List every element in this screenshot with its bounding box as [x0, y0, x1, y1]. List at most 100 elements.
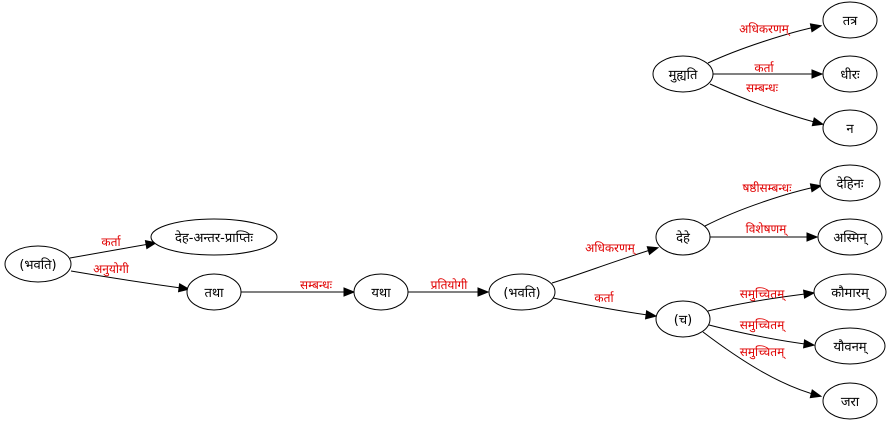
- node-label-na: न: [846, 122, 854, 137]
- edges-layer: [69, 23, 825, 399]
- node-tatha: तथा: [186, 273, 242, 311]
- node-ellipse: [822, 1, 878, 39]
- node-ellipse: [488, 273, 556, 311]
- edge-bhavati2-dehe: [551, 246, 660, 284]
- edge-dehe-asmin: [710, 232, 819, 242]
- node-muhyati: मुह्यति: [652, 55, 714, 93]
- edge-label-e5: अधिकरणम्: [585, 241, 637, 256]
- node-label-jara: जरा: [841, 395, 860, 410]
- node-label-dehe: देहे: [676, 230, 691, 246]
- arrowhead-icon: [177, 283, 191, 293]
- node-label-yatha: यथा: [371, 286, 391, 301]
- node-ellipse: [353, 273, 409, 311]
- node-label-dehinah: देहिनः: [836, 176, 863, 192]
- edge-line: [552, 297, 656, 317]
- edge-line: [708, 324, 814, 346]
- edge-bhavati1-tatha: [70, 270, 191, 293]
- arrowhead-icon: [809, 23, 823, 33]
- node-label-asmin: अस्मिन्: [833, 230, 868, 246]
- edge-muhyati-na: [709, 83, 825, 127]
- arrowhead-icon: [477, 287, 490, 297]
- arrowhead-icon: [809, 389, 823, 399]
- edge-label-e7: षष्ठीसम्बन्धः: [742, 181, 792, 195]
- node-label-dhirah: धीरः: [840, 67, 860, 83]
- node-ellipse: [822, 109, 878, 147]
- edge-dehe-dehinah: [704, 183, 823, 227]
- edge-line: [707, 292, 814, 312]
- edge-label-e10: समुच्चितम्: [740, 318, 787, 333]
- node-label-kaumaram: कौमारम्: [831, 285, 871, 301]
- edge-line: [707, 25, 821, 64]
- edge-label-e12: अधिकरणम्: [739, 22, 791, 37]
- node-dehe: देहे: [655, 218, 711, 256]
- node-ellipse: [819, 164, 881, 202]
- node-yauvanam: यौवनम्: [814, 327, 886, 365]
- edge-label-e2: अनुयोगी: [93, 262, 130, 277]
- edge-label-e8: विशेषणम्: [746, 222, 789, 237]
- node-ellipse: [150, 218, 278, 256]
- edge-label-e11: समुच्चितम्: [740, 345, 787, 360]
- edge-label-e3: सम्बन्धः: [300, 278, 333, 292]
- edge-line: [704, 185, 821, 227]
- edge-line: [551, 247, 658, 284]
- arrowhead-icon: [811, 69, 824, 79]
- node-deha: देह-अन्तर-प्राप्तिः: [150, 218, 278, 256]
- edge-ca-yauvanam: [708, 324, 816, 349]
- node-ellipse: [822, 55, 878, 93]
- edge-line: [709, 83, 823, 125]
- arrowhead-icon: [644, 310, 658, 320]
- node-jara: जरा: [822, 382, 878, 420]
- node-ca: (च): [655, 300, 711, 338]
- edge-ca-kaumaram: [707, 289, 816, 312]
- node-ellipse: [655, 218, 711, 256]
- node-ellipse: [655, 300, 711, 338]
- edge-line: [702, 331, 821, 397]
- edge-label-e13: कर्ता: [754, 61, 774, 75]
- arrowhead-icon: [811, 117, 825, 127]
- edge-line: [70, 270, 189, 290]
- node-dhirah: धीरः: [822, 55, 878, 93]
- edge-bhavati2-ca: [552, 297, 658, 320]
- node-ellipse: [817, 218, 883, 256]
- node-ellipse: [652, 55, 714, 93]
- node-ellipse: [4, 245, 72, 283]
- edge-label-e9: समुच्चितम्: [740, 287, 787, 302]
- edge-label-e14: सम्बन्धः: [746, 81, 779, 95]
- nodes-layer: (भवति) देह-अन्तर-प्राप्तिः तथा यथा (भवति) देह…: [4, 1, 887, 420]
- node-label-ca: (च): [674, 313, 692, 328]
- node-label-bhavati1: (भवति): [19, 257, 56, 273]
- arrowhead-icon: [802, 339, 816, 349]
- edge-yatha-bhavati2: [408, 287, 490, 297]
- node-label-tatha: तथा: [204, 286, 224, 301]
- arrowhead-icon: [646, 246, 660, 256]
- node-label-deha: देह-अन्तर-प्राप्तिः: [175, 230, 253, 246]
- edge-label-e6: कर्ता: [594, 291, 614, 305]
- node-na: न: [822, 109, 878, 147]
- node-label-yauvanam: यौवनम्: [833, 339, 868, 355]
- edge-tatha-yatha: [241, 287, 356, 297]
- node-ellipse: [814, 327, 886, 365]
- node-ellipse: [813, 273, 887, 311]
- node-label-tatra: तत्र: [843, 14, 858, 29]
- node-bhavati1: (भवति): [4, 245, 72, 283]
- node-label-muhyati: मुह्यति: [669, 67, 698, 83]
- node-dehinah: देहिनः: [819, 164, 881, 202]
- edge-ca-jara: [702, 331, 823, 399]
- arrowhead-icon: [343, 287, 356, 297]
- arrowhead-icon: [802, 289, 816, 299]
- edge-muhyati-tatra: [707, 23, 823, 64]
- node-ellipse: [822, 382, 878, 420]
- node-ellipse: [186, 273, 242, 311]
- edge-labels-layer: कर्ताअनुयोगीसम्बन्धःप्रतियोगीअधिकरणम्कर्…: [93, 22, 792, 360]
- node-label-bhavati2: (भवति): [503, 285, 540, 301]
- node-kaumaram: कौमारम्: [813, 273, 887, 311]
- edge-label-e1: कर्ता: [101, 235, 121, 249]
- node-yatha: यथा: [353, 273, 409, 311]
- node-asmin: अस्मिन्: [817, 218, 883, 256]
- node-tatra: तत्र: [822, 1, 878, 39]
- arrowhead-icon: [809, 183, 823, 193]
- edge-muhyati-dhirah: [713, 69, 824, 79]
- arrowhead-icon: [806, 232, 819, 242]
- node-bhavati2: (भवति): [488, 273, 556, 311]
